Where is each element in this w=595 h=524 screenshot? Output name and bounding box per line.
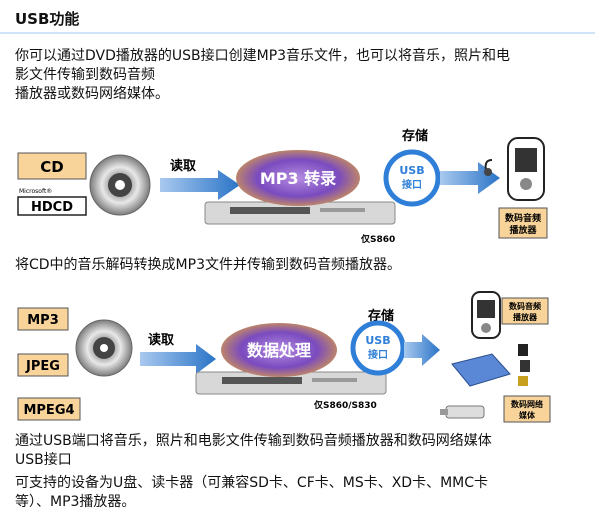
target2-line1: 数码网络 <box>511 399 543 409</box>
target-label-line2: 播放器 <box>509 224 537 236</box>
hdcd-label: HDCD <box>31 200 73 215</box>
read-label-2: 读取 <box>148 332 175 348</box>
data-processing-blob <box>221 323 337 377</box>
jpeg-source-label: JPEG <box>25 359 60 374</box>
cd-source-label: CD <box>40 158 63 176</box>
usb-port-label: 接口 <box>402 178 422 191</box>
store-label-2: 存储 <box>368 308 394 324</box>
digital-network-media-box <box>503 395 551 423</box>
cd-to-mp3-diagram: CD Microsoft® HDCD 读取 MP3 转录 存储 USB 接口 仅… <box>17 128 548 245</box>
read-arrow-2-icon <box>140 344 216 374</box>
page-header: USB功能 <box>0 0 595 34</box>
mp3-transcode-blob <box>236 150 360 206</box>
usb-label-2: USB <box>365 334 390 347</box>
device-model-label: 仅S860 <box>360 233 395 245</box>
target-label-line1: 数码音频 <box>505 212 541 224</box>
hdcd-logo <box>17 196 87 216</box>
microsoft-label: Microsoft® <box>19 188 52 195</box>
intro-line-1: 你可以通过DVD播放器的USB接口创建MP3音乐文件，也可以将音乐，照片和电 <box>15 48 511 64</box>
intro-line-3: 播放器或数码网络媒体。 <box>15 86 169 102</box>
store-label: 存储 <box>402 128 428 144</box>
card-reader-icon <box>451 344 530 387</box>
read-arrow-icon <box>160 170 240 200</box>
mpeg4-source-box <box>17 397 81 421</box>
read-label: 读取 <box>170 158 197 174</box>
footer-line-2: USB接口 <box>15 452 72 468</box>
store-arrow-icon <box>440 162 500 194</box>
dvd-player-icon <box>204 201 396 225</box>
footer-line-1: 通过USB端口将音乐，照片和电影文件传输到数码音频播放器和数码网络媒体 <box>15 433 492 449</box>
cd-source-box <box>17 152 87 180</box>
target2-line2: 媒体 <box>518 410 536 420</box>
data-processing-label: 数据处理 <box>247 341 311 360</box>
media-transfer-diagram: MP3 JPEG MPEG4 读取 数据处理 存储 USB 接口 仅S860/S… <box>17 291 551 423</box>
digital-audio-player-box-2 <box>501 297 549 325</box>
target1-line2: 播放器 <box>513 312 538 322</box>
mp3-transcode-label: MP3 转录 <box>260 169 336 188</box>
mp3-source-label: MP3 <box>27 313 59 328</box>
caption-1: 将CD中的音乐解码转换成MP3文件并传输到数码音频播放器。 <box>15 257 401 273</box>
footer-line-3: 可支持的设备为U盘、读卡器（可兼容SD卡、CF卡、MS卡、XD卡、MMC卡 <box>15 475 489 491</box>
mp3-player-icon <box>484 137 545 201</box>
usb-port-label-2: 接口 <box>368 348 388 361</box>
footer-line-4: 等）、MP3播放器。 <box>15 494 136 510</box>
mp3-source-box <box>17 307 69 331</box>
usb-port-2-icon <box>350 320 406 376</box>
jpeg-source-box <box>17 353 69 377</box>
disc-icon <box>75 319 133 377</box>
usb-stick-icon <box>440 405 485 419</box>
cd-disc-icon <box>89 154 151 216</box>
page-title: USB功能 <box>15 10 80 28</box>
intro-line-2: 影文件传输到数码音频 <box>15 67 155 83</box>
device-model-label-2: 仅S860/S830 <box>313 399 377 411</box>
mpeg4-source-label: MPEG4 <box>23 403 74 418</box>
mp3-player-2-icon <box>471 291 501 339</box>
header-divider <box>0 32 595 34</box>
usb-label: USB <box>399 164 424 177</box>
target1-line1: 数码音频 <box>509 301 541 311</box>
usb-port-icon <box>383 149 441 207</box>
digital-audio-player-box <box>498 207 548 239</box>
store-arrow-2-icon <box>404 334 440 366</box>
